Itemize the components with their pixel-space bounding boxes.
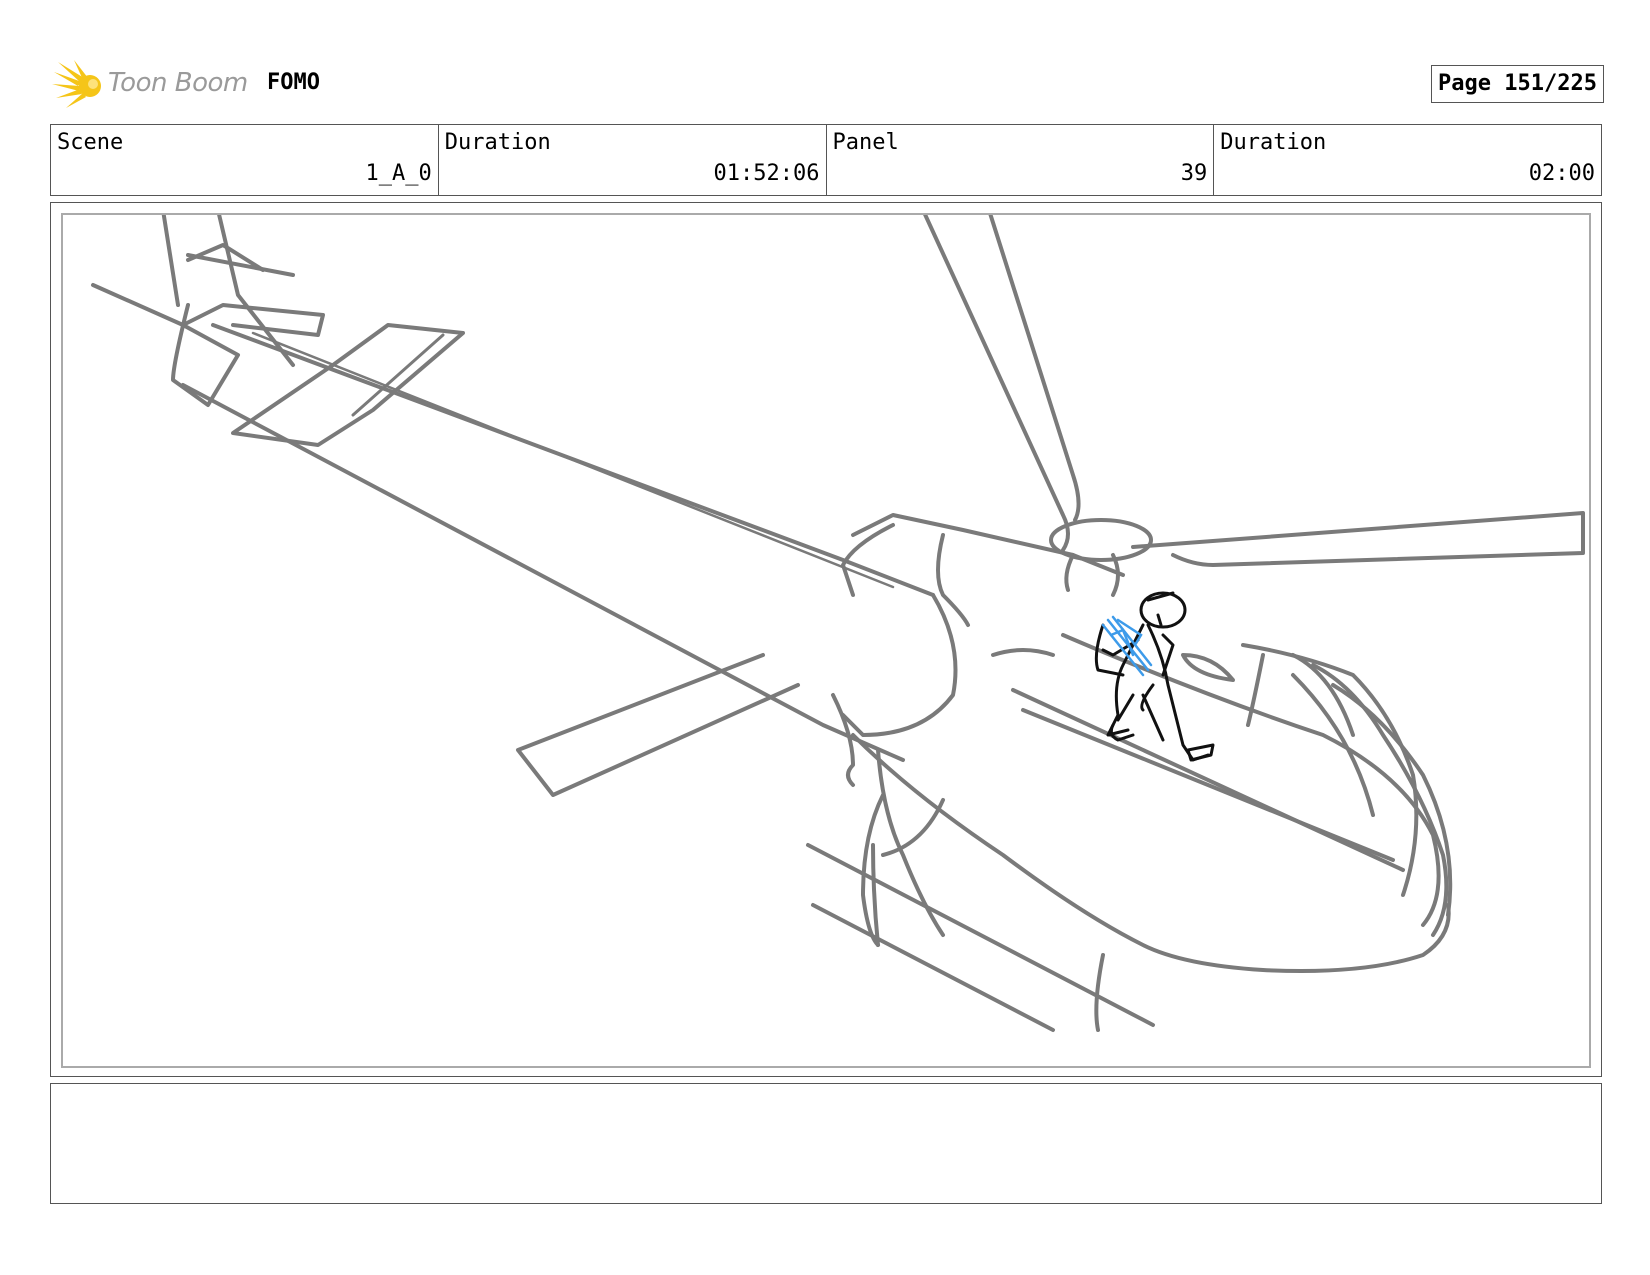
logo-text: Toon Boom — [108, 68, 248, 98]
rotor-blade-right — [1131, 511, 1585, 567]
fuselage-upper — [851, 513, 1125, 577]
scene-duration-cell: Duration 01:52:06 — [437, 125, 826, 195]
project-title: FOMO — [267, 70, 320, 95]
helicopter-sketch — [91, 215, 1585, 1032]
skid-rear — [811, 903, 1055, 1032]
scene-duration-value: 01:52:06 — [713, 161, 820, 186]
panel-duration-cell: Duration 02:00 — [1213, 125, 1601, 195]
panel-cell: Panel 39 — [825, 125, 1214, 195]
tail-stabilizer — [231, 323, 465, 447]
scene-duration-label: Duration — [444, 130, 551, 155]
rotor-hub — [1049, 518, 1153, 562]
tail-boom-top — [211, 323, 935, 597]
storyboard-panel — [50, 202, 1602, 1077]
fuselage-main — [841, 593, 958, 737]
panel-duration-label: Duration — [1220, 130, 1327, 155]
panel-notes — [50, 1083, 1602, 1204]
panel-info-row: Scene 1_A_0 Duration 01:52:06 Panel 39 D… — [50, 124, 1602, 196]
scene-value: 1_A_0 — [365, 161, 432, 186]
skid-front — [806, 843, 1155, 1027]
rotor-blade-top — [923, 215, 1070, 552]
cabin-side — [851, 733, 1451, 973]
panel-duration-value: 02:00 — [1528, 161, 1595, 186]
panel-value: 39 — [1180, 161, 1208, 186]
figure-sketch — [1094, 591, 1215, 762]
rotor-blade-top-edge — [988, 215, 1081, 522]
page-header: Toon Boom FOMO Page 151/225 — [52, 58, 1604, 110]
panel-image-area — [61, 213, 1591, 1068]
rotor-blade-left — [516, 653, 800, 797]
nose — [1061, 633, 1441, 927]
starburst-icon — [52, 60, 101, 108]
scene-label: Scene — [57, 130, 124, 155]
page-number: Page 151/225 — [1431, 65, 1604, 103]
accent-sketch — [1101, 615, 1153, 677]
panel-label: Panel — [832, 130, 899, 155]
tail-boom-bottom — [181, 383, 905, 762]
toon-boom-logo: Toon Boom — [52, 58, 252, 110]
tail-rotor — [91, 283, 325, 337]
scene-cell: Scene 1_A_0 — [51, 125, 438, 195]
